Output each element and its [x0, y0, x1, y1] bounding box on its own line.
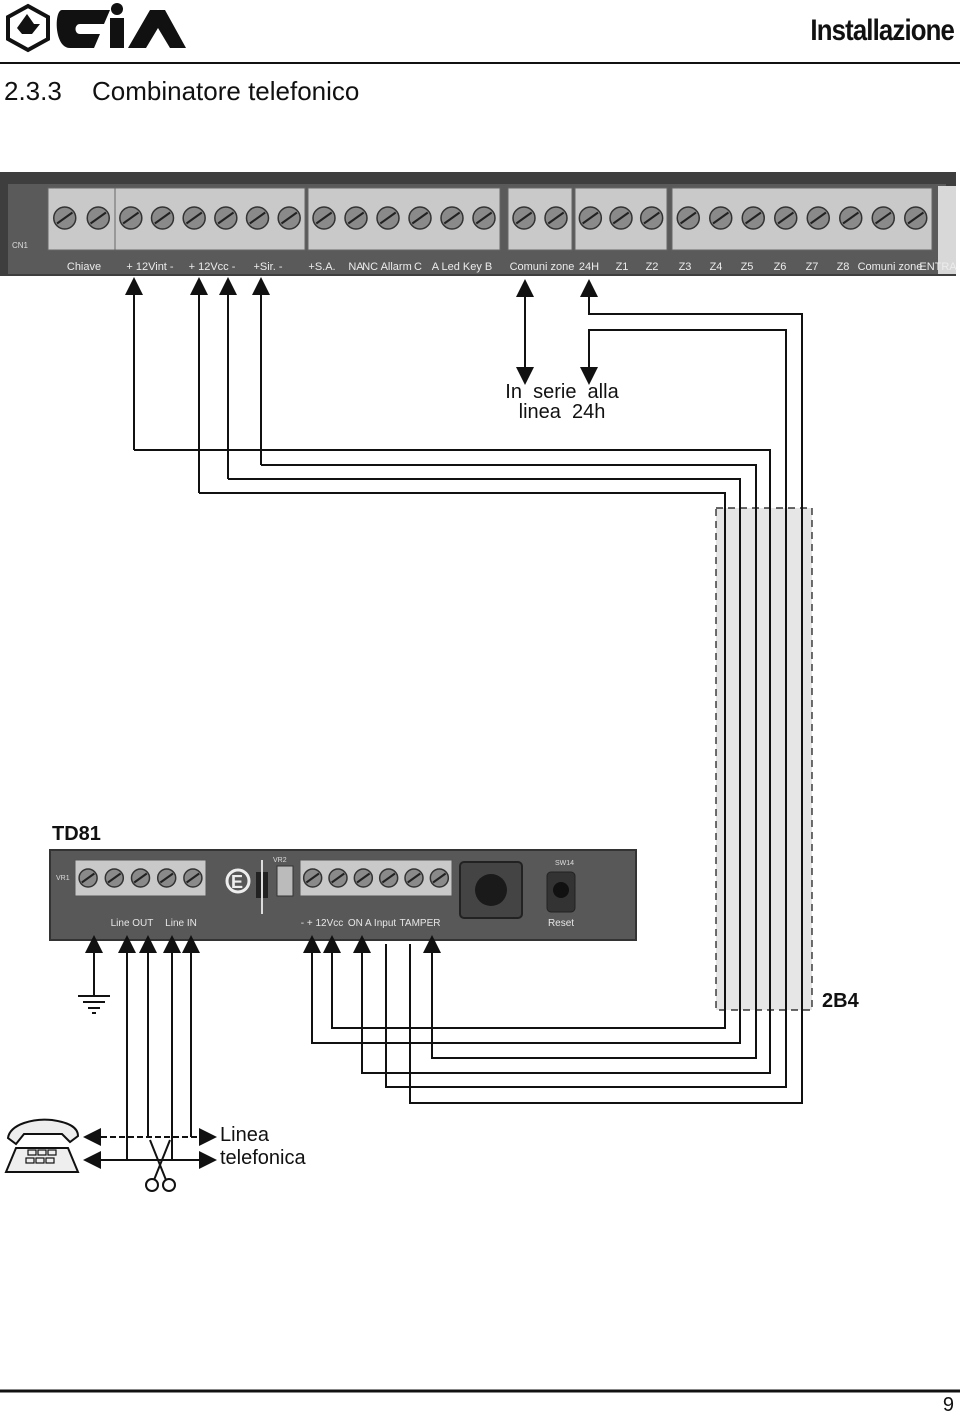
annotation-24h-line2: linea 24h — [519, 401, 606, 423]
section-title: Combinatore telefonico — [92, 76, 360, 106]
svg-text:E: E — [231, 872, 243, 892]
td81-terminal-label: Reset — [548, 918, 574, 929]
board-terminal-label: Comuni zone — [510, 261, 575, 273]
terminal-block — [307, 187, 501, 251]
board-terminal-label: C — [414, 261, 422, 273]
board-terminal-label: Z2 — [646, 261, 659, 273]
td81-terminal-label: Line IN — [165, 918, 197, 929]
td81-label: TD81 — [52, 823, 101, 845]
board-terminal-label: Comuni zone — [858, 261, 923, 273]
td81-terminal-label: - + 12Vcc — [301, 918, 344, 929]
td81-board: E VR1 VR2 SW14 Line OUT Line IN - + 12Vcc O… — [49, 849, 637, 941]
td81-terminal-label: ON A Input — [348, 918, 397, 929]
board-tag: CN1 — [12, 241, 29, 250]
board-terminal-label: NC Allarm — [362, 261, 412, 273]
logo-hexagon-icon — [6, 3, 50, 53]
board-terminal-label: Chiave — [67, 261, 101, 273]
section-header: Installazione — [810, 14, 955, 47]
ground-icon — [78, 995, 110, 1014]
reset-button-icon — [546, 871, 576, 913]
td81-terminal-label: TAMPER — [400, 918, 441, 929]
td81-tag-vr1: VR1 — [56, 875, 70, 882]
diode-icon — [256, 860, 268, 914]
board-terminal-label: +Sir. - — [253, 261, 282, 273]
phone-line-label-1: Linea — [220, 1124, 270, 1146]
main-board: CN1 Chiave + 12Vint - + 12Vcc - +Sir. - +S.A… — [0, 172, 957, 276]
board-terminal-label: A Led Key B — [432, 261, 493, 273]
board-terminal-label: Z3 — [679, 261, 692, 273]
section-heading: 2.3.3 Combinatore telefonico — [4, 76, 359, 107]
board-terminal-label: Z5 — [741, 261, 754, 273]
terminal-block — [299, 859, 453, 897]
board-terminal-label: Z4 — [710, 261, 723, 273]
section-number: 2.3.3 — [4, 76, 62, 106]
board-terminal-label: + 12Vcc - — [189, 261, 236, 273]
board-terminal-label: Z6 — [774, 261, 787, 273]
board-terminal-label: Z8 — [837, 261, 850, 273]
cia-logo — [6, 3, 186, 53]
board-terminal-label: Z1 — [616, 261, 629, 273]
scissors-icon — [145, 1139, 176, 1192]
board-terminal-label: Z7 — [806, 261, 819, 273]
cable-2b4-shade — [715, 507, 813, 1011]
wiring — [83, 277, 803, 1169]
td81-terminal-label: Line OUT — [111, 918, 154, 929]
board-terminal-label: 24H — [579, 261, 599, 273]
board-terminal-label: ENTRA — [919, 261, 957, 273]
telephone-icon — [4, 1118, 80, 1173]
annotation-24h-line1: In serie alla — [505, 381, 619, 403]
logo-letters-icon — [56, 3, 186, 48]
phone-line-label-2: telefonica — [220, 1147, 306, 1169]
td81-tag-vr2: VR2 — [273, 857, 287, 864]
cable-label: 2B4 — [822, 990, 860, 1012]
terminal-block — [114, 187, 306, 251]
relay-component — [276, 865, 294, 897]
tamper-switch-icon — [459, 861, 523, 919]
td81-tag-sw14: SW14 — [555, 860, 574, 867]
board-terminal-label: NA — [348, 261, 364, 273]
board-terminal-label: +S.A. — [308, 261, 335, 273]
board-terminal-label: + 12Vint - — [126, 261, 174, 273]
ce-mark-icon: E — [225, 868, 251, 894]
page-number: 9 — [942, 1394, 954, 1416]
